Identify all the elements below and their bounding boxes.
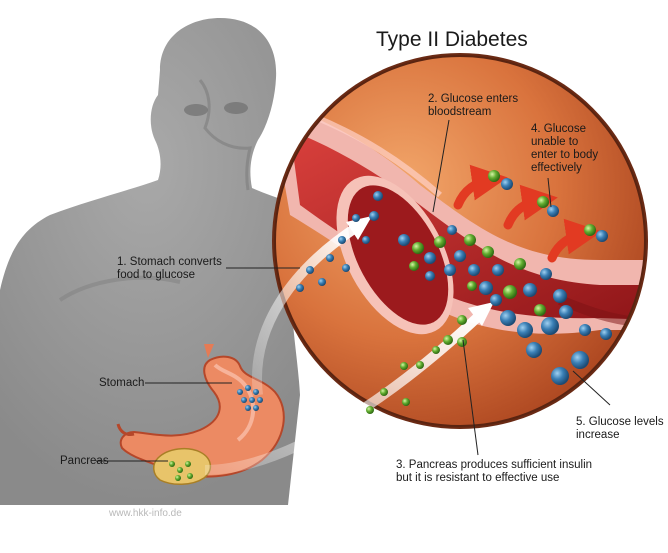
label-pancreas: Pancreas — [60, 455, 109, 467]
insulin-molecule — [443, 335, 453, 345]
glucose-molecule — [547, 205, 559, 217]
label-step-3: 3. Pancreas produces sufficient insulin … — [396, 459, 592, 485]
glucose-molecule — [338, 236, 346, 244]
insulin-molecule — [503, 285, 517, 299]
glucose-molecule — [249, 397, 255, 403]
watermark-text: www.hkk-info.de — [109, 508, 182, 519]
insulin-molecule — [584, 224, 596, 236]
insulin-molecule — [514, 258, 526, 270]
insulin-molecule — [380, 388, 388, 396]
label-step-4-line-3: enter to body — [531, 149, 599, 161]
label-step-3-line-2: but it is resistant to effective use — [396, 472, 560, 484]
label-step-1-line-2: food to glucose — [117, 269, 196, 281]
label-step-5: 5. Glucose levels increase — [576, 416, 664, 442]
glucose-molecule — [553, 289, 567, 303]
glucose-molecule — [296, 284, 304, 292]
red-escape-arrows — [453, 164, 602, 263]
glucose-molecule — [241, 397, 247, 403]
label-step-2-line-2: bloodstream — [428, 106, 492, 118]
insulin-molecule — [482, 246, 494, 258]
glucose-molecule — [424, 252, 436, 264]
insulin-molecule — [457, 315, 467, 325]
label-step-3-line-1: 3. Pancreas produces sufficient insulin — [396, 459, 593, 471]
glucose-molecule — [526, 342, 542, 358]
insulin-molecule — [187, 473, 193, 479]
glucose-molecule — [444, 264, 456, 276]
insulin-molecule — [400, 362, 408, 370]
insulin-molecule — [457, 337, 467, 347]
glucose-molecule — [318, 278, 326, 286]
insulin-molecule — [488, 170, 500, 182]
glucose-molecule — [501, 178, 513, 190]
label-step-4-line-2: unable to — [531, 136, 579, 148]
glucose-molecule — [492, 264, 504, 276]
label-step-5-line-1: 5. Glucose levels — [576, 416, 664, 428]
glucose-molecule — [425, 271, 435, 281]
label-step-1-line-1: 1. Stomach converts — [117, 256, 222, 268]
glucose-molecule — [479, 281, 493, 295]
label-step-1: 1. Stomach converts food to glucose — [117, 256, 222, 282]
leader-lines — [96, 119, 611, 462]
glucose-molecule — [342, 264, 350, 272]
insulin-molecule — [537, 196, 549, 208]
label-step-2: 2. Glucose enters bloodstream — [428, 93, 518, 119]
glucose-molecule — [245, 405, 251, 411]
insulin-molecule — [464, 234, 476, 246]
glucose-molecule — [523, 283, 537, 297]
glucose-molecule — [352, 214, 360, 222]
glucose-molecule — [551, 367, 569, 385]
glucose-molecule — [454, 250, 466, 262]
glucose-molecule — [373, 191, 383, 201]
glucose-molecule — [253, 405, 259, 411]
insulin-molecule — [366, 406, 374, 414]
insulin-molecule — [416, 361, 424, 369]
glucose-molecule — [253, 389, 259, 395]
molecule-layer — [169, 170, 612, 481]
label-step-5-line-2: increase — [576, 429, 620, 441]
insulin-molecule — [432, 346, 440, 354]
glucose-molecule — [306, 266, 314, 274]
insulin-molecule — [177, 467, 183, 473]
glucose-molecule — [559, 305, 573, 319]
glucose-molecule — [571, 351, 589, 369]
insulin-molecule — [175, 475, 181, 481]
insulin-molecule — [185, 461, 191, 467]
glucose-molecule — [447, 225, 457, 235]
glucose-molecule — [600, 328, 612, 340]
insulin-molecule — [169, 461, 175, 467]
glucose-molecule — [398, 234, 410, 246]
glucose-molecule — [579, 324, 591, 336]
label-stomach: Stomach — [99, 377, 145, 389]
glucose-molecule — [490, 294, 502, 306]
insulin-molecule — [402, 398, 410, 406]
glucose-molecule — [362, 236, 370, 244]
label-step-2-line-1: 2. Glucose enters — [428, 93, 519, 105]
insulin-molecule — [467, 281, 477, 291]
glucose-molecule — [468, 264, 480, 276]
insulin-molecule — [409, 261, 419, 271]
diagram-title: Type II Diabetes — [376, 28, 528, 51]
glucose-molecule — [596, 230, 608, 242]
label-step-4: 4. Glucose unable to enter to body effec… — [531, 123, 598, 175]
glucose-molecule — [540, 268, 552, 280]
glucose-molecule — [541, 317, 559, 335]
glucose-molecule — [237, 389, 243, 395]
glucose-molecule — [326, 254, 334, 262]
glucose-molecule — [245, 385, 251, 391]
glucose-molecule — [257, 397, 263, 403]
pancreas-organ — [153, 447, 212, 485]
label-step-4-line-4: effectively — [531, 162, 582, 174]
label-step-4-line-1: 4. Glucose — [531, 123, 586, 135]
insulin-molecule — [412, 242, 424, 254]
glucose-molecule — [517, 322, 533, 338]
glucose-molecule — [369, 211, 379, 221]
insulin-molecule — [434, 236, 446, 248]
insulin-molecule — [534, 304, 546, 316]
glucose-molecule — [500, 310, 516, 326]
